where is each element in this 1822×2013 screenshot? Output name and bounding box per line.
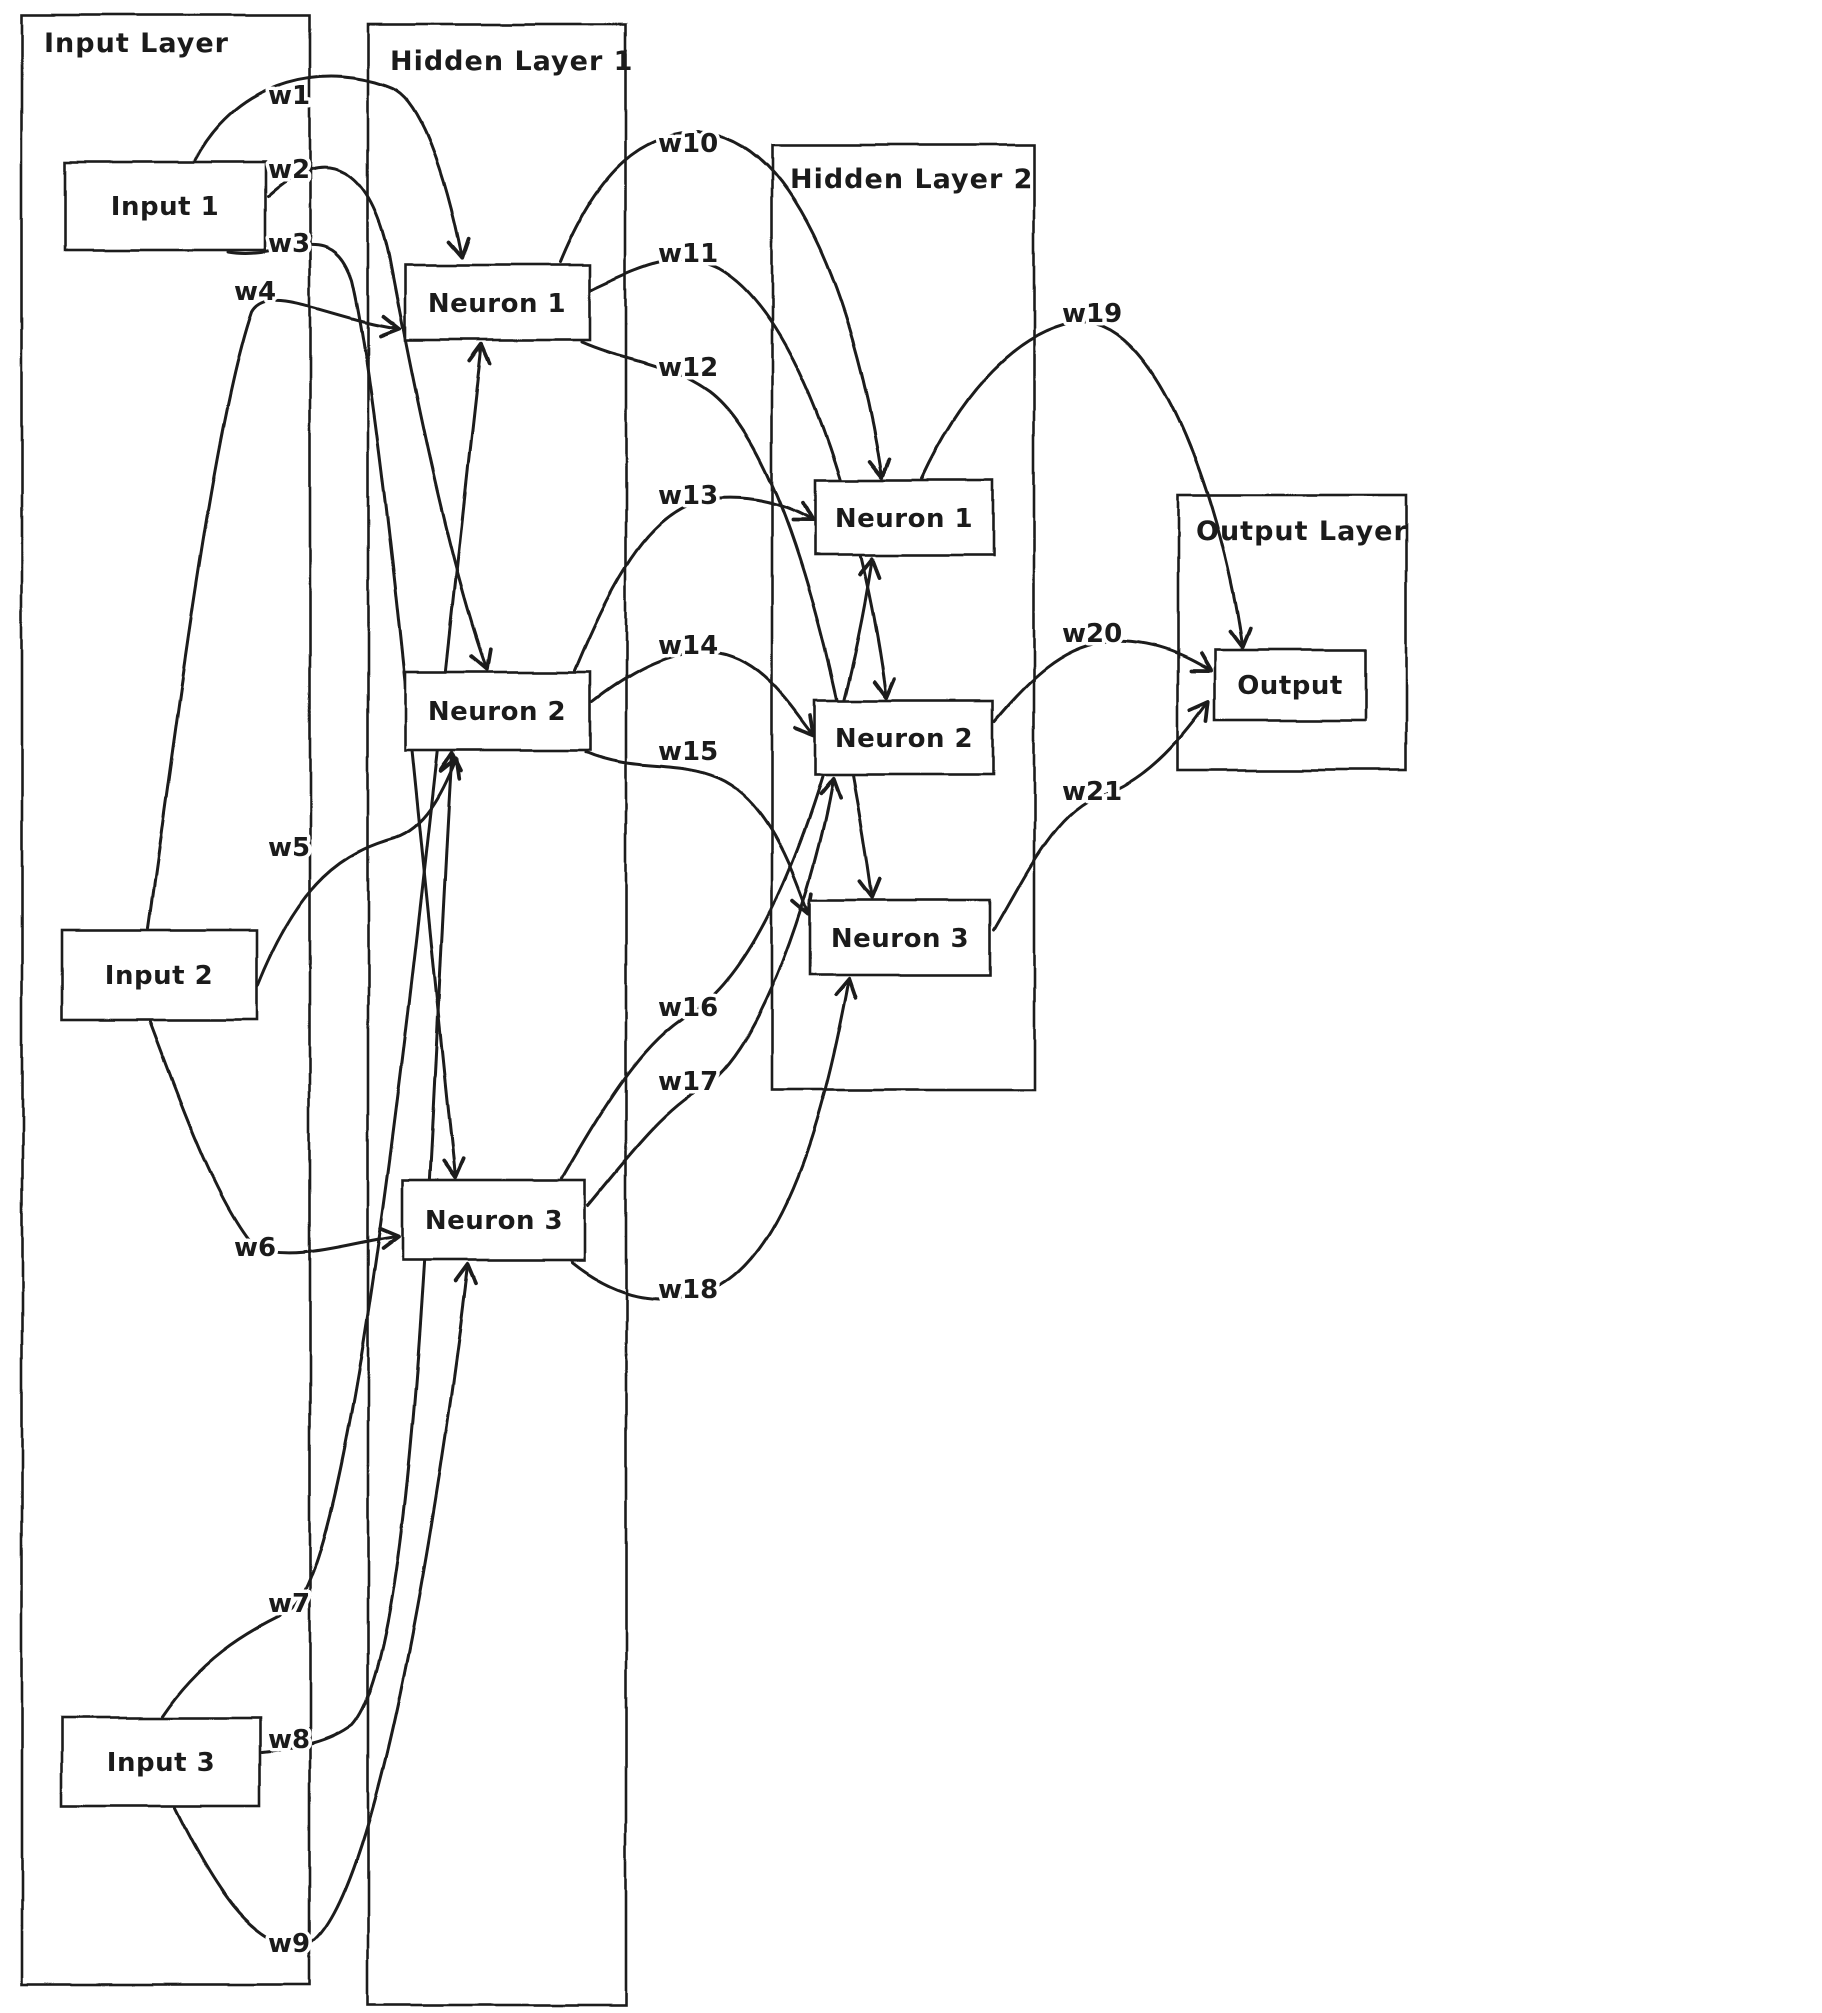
edge-w16	[560, 556, 882, 1180]
edge-w9	[173, 1262, 478, 1950]
node-h2-neuron-2	[813, 698, 995, 777]
edge-w15	[584, 750, 814, 916]
node-input-1-label: Input 1	[111, 192, 219, 222]
edge-w21	[992, 699, 1211, 932]
edge-w20	[993, 639, 1213, 722]
weight-label-w19: w19	[1062, 299, 1122, 329]
weight-label-w21: w21	[1062, 777, 1122, 807]
edge-w4	[146, 298, 402, 930]
node-h2-neuron-2-label: Neuron 2	[835, 724, 973, 754]
node-h1-neuron-1	[403, 263, 592, 342]
output-layer-box	[1176, 493, 1408, 772]
weight-label-w7: w7	[268, 1589, 310, 1619]
weight-label-w9: w9	[268, 1929, 310, 1959]
node-h1-neuron-2-label: Neuron 2	[428, 697, 566, 727]
edge-w10	[558, 130, 892, 480]
weight-label-w8: w8	[268, 1725, 310, 1755]
hidden-layer-1-box	[366, 23, 628, 2007]
weight-label-w11: w11	[658, 239, 718, 269]
node-h2-neuron-3-label: Neuron 3	[831, 924, 969, 954]
node-h2-neuron-1	[813, 478, 995, 557]
node-output-label: Output	[1237, 671, 1343, 701]
edge-w17	[586, 776, 842, 1207]
node-h2-neuron-3	[808, 898, 992, 977]
node-input-3-label: Input 3	[107, 1748, 215, 1778]
edge-w14	[590, 650, 816, 737]
node-input-1	[63, 160, 267, 252]
edge-w12	[580, 340, 882, 900]
weight-label-w17: w17	[658, 1067, 718, 1097]
output-layer-title: Output Layer	[1196, 516, 1408, 547]
weight-label-w14: w14	[658, 631, 718, 661]
weight-label-w16: w16	[658, 993, 718, 1023]
weight-label-w10: w10	[658, 129, 718, 159]
edge-w18	[570, 976, 858, 1300]
hidden-layer-2-title: Hidden Layer 2	[790, 164, 1033, 195]
node-h1-neuron-2	[403, 670, 592, 752]
node-h1-neuron-3	[401, 1178, 587, 1262]
weight-label-w2: w2	[268, 155, 310, 185]
node-input-2-label: Input 2	[105, 961, 213, 991]
edge-w8	[260, 750, 463, 1754]
node-h2-neuron-1-label: Neuron 1	[835, 504, 973, 534]
edge-w2	[266, 166, 493, 672]
hidden-layer-1-title: Hidden Layer 1	[390, 46, 633, 77]
weight-label-w20: w20	[1062, 619, 1122, 649]
weight-label-w1: w1	[268, 81, 310, 111]
weight-label-w18: w18	[658, 1275, 718, 1305]
weight-label-w3: w3	[268, 229, 310, 259]
hidden-layer-2-box	[770, 143, 1036, 1092]
node-input-3	[60, 1716, 262, 1808]
input-layer-box	[20, 13, 312, 1987]
edge-w11	[590, 258, 896, 700]
input-layer-title: Input Layer	[44, 28, 229, 59]
edge-w5	[256, 756, 462, 987]
weight-label-w12: w12	[658, 353, 718, 383]
weight-label-w4: w4	[234, 277, 276, 307]
weight-label-w13: w13	[658, 481, 718, 511]
edge-w19	[920, 320, 1252, 650]
edge-w13	[573, 496, 815, 672]
node-output	[1213, 648, 1367, 722]
edge-w6	[148, 1020, 402, 1255]
weight-label-w5: w5	[268, 833, 310, 863]
node-h1-neuron-3-label: Neuron 3	[425, 1206, 563, 1236]
edge-w3	[226, 243, 466, 1180]
weight-label-w6: w6	[234, 1233, 276, 1263]
node-h1-neuron-1-label: Neuron 1	[428, 289, 566, 319]
edge-w1	[193, 74, 471, 260]
weight-label-w15: w15	[658, 737, 718, 767]
node-input-2	[60, 928, 259, 1022]
